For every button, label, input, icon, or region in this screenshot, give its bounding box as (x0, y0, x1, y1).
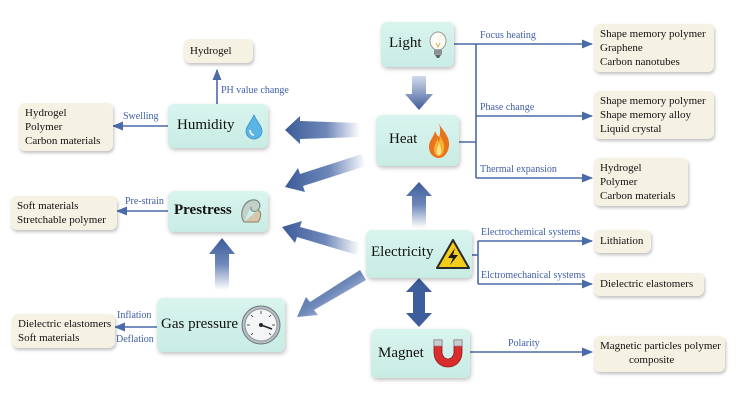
box-line: Graphene (600, 42, 643, 54)
arrow-gaspressure-to-prestress (209, 238, 235, 290)
arrow-electricity-to-prestress (282, 221, 360, 255)
flame-icon (429, 123, 450, 158)
box-line: Dielectric elastomers (600, 278, 694, 290)
arrow-light-to-heat (405, 76, 433, 110)
arrow-electricity-to-heat (406, 182, 432, 228)
box-line: Shape memory polymer (600, 28, 706, 40)
box-phase-change-materials: Shape memory polymer Shape memory alloy … (594, 91, 714, 139)
box-polarity-materials: Magnetic particles polymer composite (594, 336, 725, 372)
water-drop-icon (245, 114, 263, 140)
edge-label-pre-strain: Pre-strain (125, 196, 164, 207)
arrow-heat-to-prestress (285, 154, 366, 192)
box-line: Magnetic particles polymer (600, 340, 721, 352)
edge-label-focus-heating: Focus heating (480, 30, 536, 41)
node-gas-pressure: Gas pressure (157, 298, 285, 352)
node-magnet: Magnet (371, 329, 470, 378)
box-line: Carbon materials (25, 135, 101, 147)
box-line: Hydrogel (600, 162, 642, 174)
arrow-heat-to-humidity (285, 116, 360, 144)
box-thermal-expansion-materials: Hydrogel Polymer Carbon materials (594, 158, 688, 206)
box-electromechanical-materials: Dielectric elastomers (594, 273, 704, 296)
box-line: Dielectric elastomers (18, 318, 112, 330)
box-line: Carbon materials (600, 190, 676, 202)
node-heat: Heat (376, 115, 459, 166)
node-electricity: Electricity (366, 230, 472, 278)
box-line: Soft materials (18, 332, 80, 344)
pressure-gauge-icon (241, 305, 281, 345)
node-light: Light (381, 22, 454, 67)
box-line: Shape memory alloy (600, 109, 692, 121)
edge-label-deflation: Deflation (116, 334, 154, 345)
box-line: Soft materials (17, 200, 79, 212)
node-heat-label: Heat (389, 131, 418, 147)
box-line: Stretchable polymer (17, 214, 106, 226)
box-prestress-materials: Soft materials Stretchable polymer (11, 196, 117, 230)
box-line: Lithiation (600, 235, 644, 247)
node-prestress-label: Prestress (174, 202, 232, 218)
edge-label-thermal-expansion: Thermal expansion (480, 164, 557, 175)
node-humidity-label: Humidity (177, 117, 235, 133)
box-line: Polymer (600, 176, 638, 188)
edge-label-ph: PH value change (221, 85, 289, 96)
rolled-sheet-icon (241, 199, 262, 223)
node-gas-pressure-label: Gas pressure (161, 316, 239, 332)
arrow-electricity-magnet (406, 278, 432, 327)
edge-label-swelling: Swelling (123, 111, 159, 122)
edge-label-phase-change: Phase change (480, 102, 535, 113)
edge-label-electrochemical: Electrochemical systems (481, 227, 581, 238)
node-light-label: Light (389, 35, 422, 51)
node-electricity-label: Electricity (371, 244, 434, 260)
box-line: Liquid crystal (600, 123, 662, 135)
box-line: composite (629, 354, 675, 366)
horseshoe-magnet-icon (433, 339, 463, 368)
box-line: Polymer (25, 121, 63, 133)
node-prestress: Prestress (168, 191, 268, 232)
box-focus-heating-materials: Shape memory polymer Graphene Carbon nan… (594, 24, 714, 72)
box-line: Hydrogel (25, 107, 67, 119)
high-voltage-warning-icon (436, 239, 470, 269)
edge-label-electromechanical: Elctromechanical systems (481, 270, 586, 281)
arrow-electricity-to-gaspressure (297, 270, 366, 317)
box-line: Hydrogel (190, 45, 232, 57)
node-humidity: Humidity (168, 104, 268, 148)
box-gas-materials: Dielectric elastomers Soft materials (12, 314, 115, 348)
node-magnet-label: Magnet (378, 345, 424, 361)
edge-label-polarity: Polarity (508, 338, 540, 349)
light-bulb-icon (429, 31, 447, 58)
box-line: Carbon nanotubes (600, 56, 680, 68)
box-humidity-materials: Hydrogel Polymer Carbon materials (19, 103, 113, 151)
box-hydrogel-top: Hydrogel (184, 39, 253, 63)
edge-label-inflation: Inflation (117, 310, 152, 321)
box-electrochemical-materials: Lithiation (594, 230, 651, 253)
box-line: Shape memory polymer (600, 95, 706, 107)
